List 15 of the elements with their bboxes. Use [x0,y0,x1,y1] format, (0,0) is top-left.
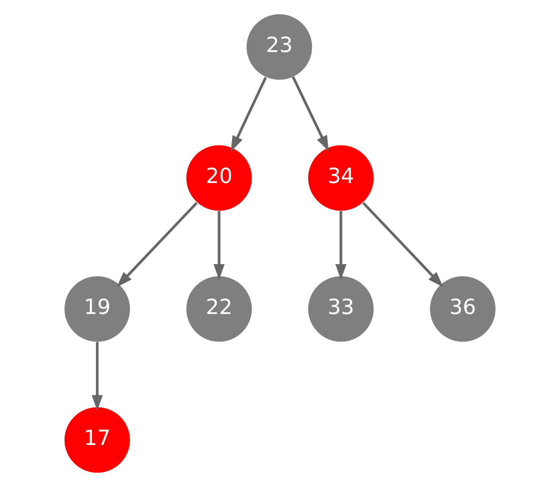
node-circle: 20 [186,144,252,210]
node-circle: 19 [64,276,130,342]
node-circle: 23 [246,14,312,80]
arrow [362,201,443,287]
arrow [334,210,346,280]
node-circle: 17 [64,406,130,472]
arrow [230,76,266,152]
arrow [91,342,102,410]
node-circle: 33 [308,276,374,342]
node-circle: 34 [308,144,374,210]
arrow [291,76,328,151]
arrow [116,201,198,287]
arrow [213,210,224,280]
node-circle: 36 [430,276,495,342]
node-circle: 22 [186,276,252,342]
